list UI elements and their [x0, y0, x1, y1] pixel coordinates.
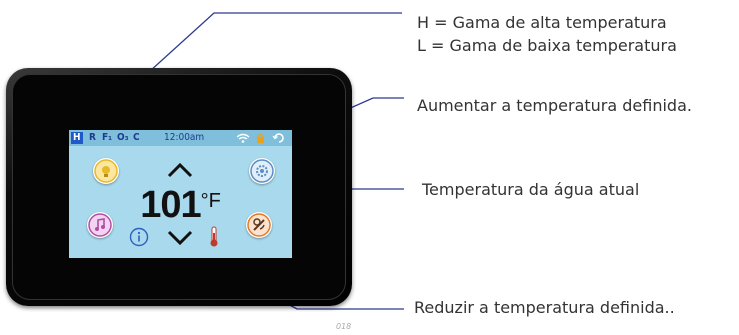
status-filter: F₁: [102, 132, 113, 143]
settings-button[interactable]: [249, 158, 275, 184]
touch-screen: H R F₁ O₃ C 12:00am: [69, 130, 292, 258]
wifi-icon: [236, 133, 284, 143]
annotation-current-temperature: Temperatura da água atual: [422, 180, 640, 199]
figure-id: 018: [336, 322, 352, 331]
thermometer-icon: [208, 226, 220, 248]
music-button[interactable]: [87, 212, 113, 238]
temperature-display: 101°F: [69, 184, 292, 228]
temperature-range-indicator[interactable]: H: [71, 132, 83, 144]
annotation-decrease: Reduzir a temperatura definida..: [414, 298, 675, 317]
temperature-value: 101: [140, 184, 201, 226]
status-r: R: [89, 132, 96, 143]
decrease-temperature-button[interactable]: [165, 228, 195, 248]
annotation-range-high: H = Gama de alta temperatura: [417, 13, 667, 32]
refresh-icon: [272, 133, 284, 143]
chevron-down-icon: [167, 230, 193, 246]
status-ozone: O₃: [117, 132, 129, 143]
annotation-range-low: L = Gama de baixa temperatura: [417, 36, 677, 55]
status-bar: H R F₁ O₃ C 12:00am: [69, 130, 292, 146]
status-c: C: [133, 132, 140, 143]
temperature-unit: °F: [200, 190, 221, 212]
light-bulb-icon: [94, 159, 118, 183]
jets-icon: [247, 213, 271, 237]
increase-temperature-button[interactable]: [165, 160, 195, 180]
gear-icon: [250, 159, 274, 183]
clock: 12:00am: [164, 132, 205, 143]
info-icon: [129, 227, 149, 247]
annotation-increase: Aumentar a temperatura definida.: [417, 96, 692, 115]
music-note-icon: [88, 213, 112, 237]
jets-button[interactable]: [246, 212, 272, 238]
lock-icon: [257, 133, 264, 143]
info-button[interactable]: [129, 227, 149, 247]
light-button[interactable]: [93, 158, 119, 184]
chevron-up-icon: [167, 162, 193, 178]
status-icons: [235, 132, 290, 144]
